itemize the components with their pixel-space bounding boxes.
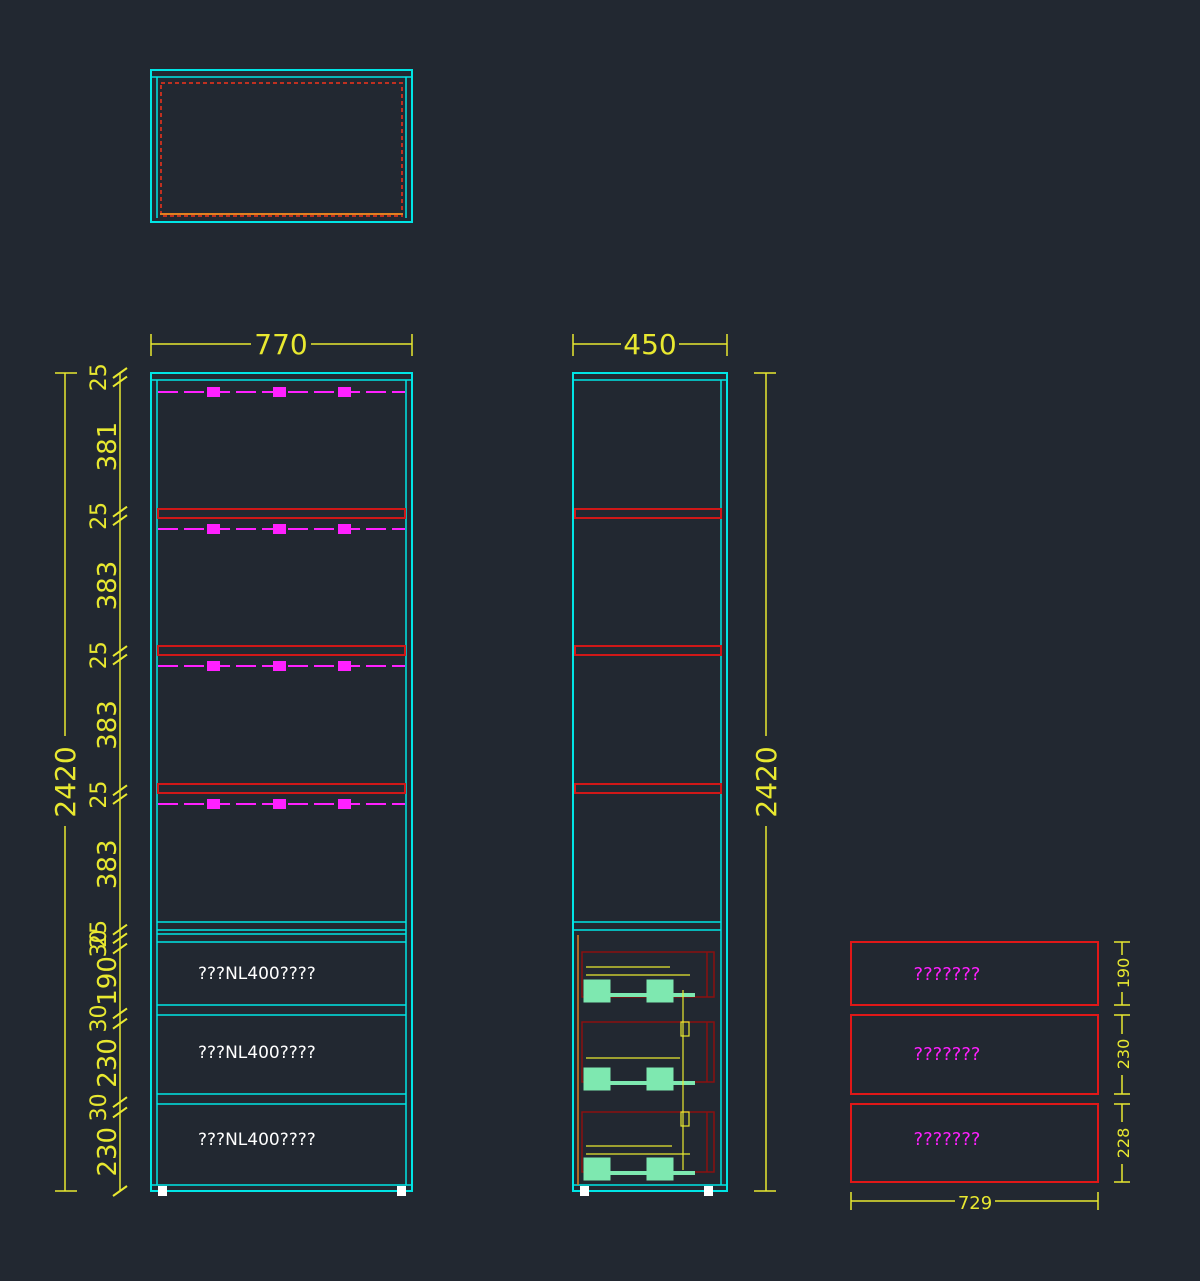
dimension-tick	[112, 932, 128, 945]
side-view-outline	[572, 372, 728, 1192]
shelf-pin-row	[158, 799, 405, 809]
dimension-tick	[112, 514, 128, 527]
cabinet-foot	[397, 1186, 406, 1196]
vertical-dimension-label: 383	[93, 700, 123, 750]
drawer-height-label: 230	[1114, 1039, 1133, 1070]
side-height-label: 2420	[750, 746, 783, 817]
cabinet-foot	[158, 1186, 167, 1196]
vertical-dimension-label: 383	[93, 839, 123, 889]
side-shelf	[574, 508, 722, 519]
drawer-width-label: 729	[958, 1193, 992, 1214]
shelf	[157, 645, 406, 656]
vertical-dimension-label: 25	[87, 502, 112, 530]
shelf-pin-row	[158, 661, 405, 671]
drawer-detail-label: ???????	[914, 1044, 981, 1065]
vertical-dimension-label: 30	[87, 1005, 112, 1033]
dimension-tick	[112, 1185, 128, 1197]
side-drawer	[581, 1111, 715, 1181]
cabinet-foot	[580, 1186, 589, 1196]
shelf	[157, 783, 406, 794]
vertical-dimension-label: 381	[93, 422, 123, 472]
drawer-detail-height-dimensions: 190 230 228	[1114, 941, 1133, 1183]
top-view-outline	[150, 69, 413, 223]
dimension-tick	[112, 784, 128, 797]
drawer-detail-label: ???????	[914, 964, 981, 985]
top-view	[150, 69, 413, 223]
vertical-dimension-label: 25	[87, 363, 112, 391]
vertical-dimension-label: 25	[87, 641, 112, 669]
shelf-pin-row	[158, 524, 405, 534]
vertical-dimension-label: 383	[93, 561, 123, 611]
dimension-tick	[112, 1096, 128, 1109]
dimension-tick	[112, 505, 128, 518]
top-view-inner-dashed	[160, 82, 403, 217]
drawer-front-panel	[850, 1014, 1099, 1095]
dimension-tick	[112, 1007, 128, 1020]
side-view	[572, 372, 728, 1196]
dimension-tick	[112, 1017, 128, 1030]
dimension-tick	[112, 375, 128, 388]
front-height-dimension: 2420	[49, 372, 82, 1192]
drawer-detail-label: ???????	[914, 1129, 981, 1150]
vertical-dimension-label: 30	[87, 1093, 112, 1121]
vertical-dimension-label: 230	[93, 1127, 123, 1177]
cabinet-foot	[704, 1186, 713, 1196]
side-shelf	[574, 645, 722, 656]
side-drawer	[581, 1021, 715, 1091]
side-width-label: 450	[623, 328, 676, 361]
vertical-dimension-label: 25	[87, 920, 112, 948]
drawer-front-panel	[850, 1103, 1099, 1183]
dimension-tick	[112, 645, 128, 657]
dimension-tick	[112, 1106, 128, 1119]
front-view-outline	[150, 372, 413, 1192]
dimension-tick	[112, 793, 128, 805]
drawer-front-panel	[850, 941, 1099, 1006]
side-drawer	[581, 951, 715, 1003]
shelf	[157, 508, 406, 519]
drawer-height-label: 228	[1114, 1128, 1133, 1159]
side-shelf	[574, 783, 722, 794]
drawer-height-label: 190	[1114, 958, 1133, 989]
dimension-tick	[112, 367, 128, 379]
vertical-dimension-label: 190	[93, 956, 123, 1006]
drawer-detail-width-dimension: 729	[850, 1192, 1099, 1214]
side-height-dimension: 2420	[750, 372, 783, 1192]
dimension-tick	[112, 923, 128, 936]
front-height-label: 2420	[49, 746, 82, 817]
drawer-label: ???NL400????	[198, 964, 316, 984]
drawer-label: ???NL400????	[198, 1130, 316, 1150]
front-width-dimension: 770	[150, 328, 413, 361]
vertical-dimension-label: 230	[93, 1038, 123, 1088]
dimension-tick	[112, 942, 128, 955]
shelf-pin-row	[158, 387, 405, 397]
dimension-tick	[112, 653, 128, 666]
drawer-label: ???NL400????	[198, 1043, 316, 1063]
vertical-dimension-label: 30	[87, 929, 112, 957]
front-view: ???NL400???? ???NL400???? ???NL400????	[150, 372, 413, 1196]
side-width-dimension: 450	[572, 328, 728, 361]
front-width-label: 770	[254, 328, 307, 361]
drawer-detail: ??????? ??????? ???????	[850, 941, 1099, 1183]
vertical-dimension-label: 25	[87, 781, 112, 809]
